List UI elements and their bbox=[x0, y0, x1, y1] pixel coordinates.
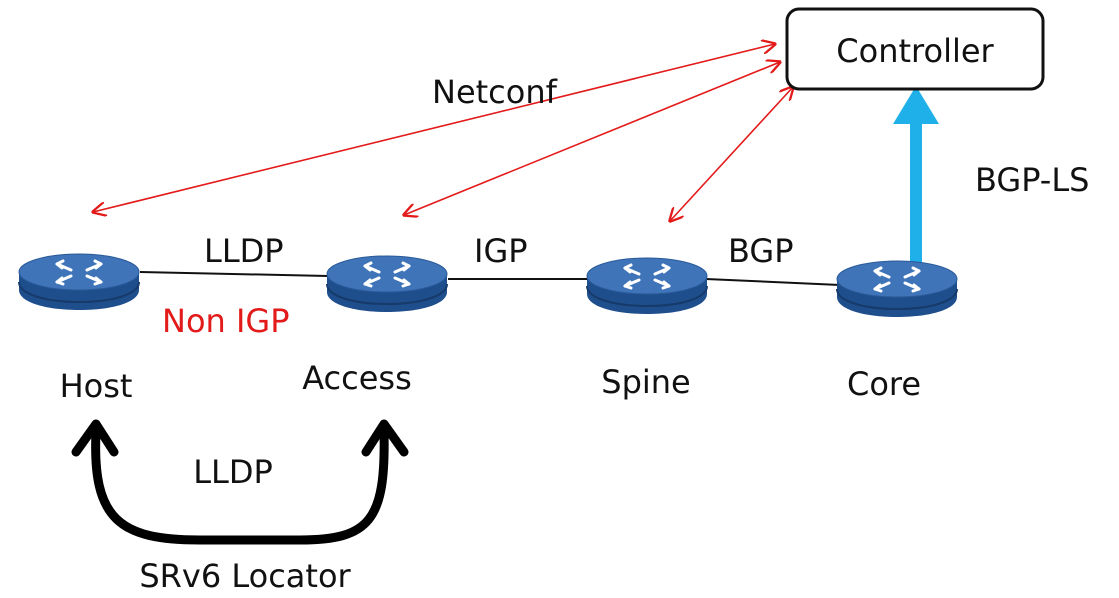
access-label: Access bbox=[302, 359, 412, 397]
router-icon[interactable] bbox=[835, 259, 959, 319]
srv6-locator-caption: SRv6 Locator bbox=[139, 557, 351, 595]
controller-label: Controller bbox=[836, 32, 994, 70]
lldp-curved-arrow bbox=[71, 419, 409, 545]
bgp-ls-arrow bbox=[893, 86, 939, 288]
spine-label: Spine bbox=[601, 363, 690, 401]
host-label: Host bbox=[60, 367, 133, 405]
lldp-exchange-label: LLDP bbox=[193, 453, 273, 491]
netconf-arrow-host bbox=[93, 44, 775, 212]
non-igp-note: Non IGP bbox=[162, 302, 290, 340]
controller-box[interactable]: Controller bbox=[785, 7, 1045, 91]
router-icon[interactable] bbox=[325, 254, 449, 314]
router-icon[interactable] bbox=[17, 252, 141, 312]
router-icon[interactable] bbox=[585, 256, 709, 316]
link-spine-core bbox=[705, 278, 841, 286]
link-host-access bbox=[139, 271, 329, 277]
links bbox=[139, 271, 841, 286]
host-access-link-label: LLDP bbox=[204, 232, 284, 270]
netconf-arrows bbox=[93, 44, 793, 221]
core-label: Core bbox=[847, 365, 921, 403]
bgp-ls-label: BGP-LS bbox=[975, 161, 1089, 199]
netconf-arrow-spine bbox=[670, 87, 793, 221]
netconf-label: Netconf bbox=[432, 73, 558, 111]
access-spine-link-label: IGP bbox=[474, 232, 528, 270]
spine-core-link-label: BGP bbox=[728, 232, 793, 270]
